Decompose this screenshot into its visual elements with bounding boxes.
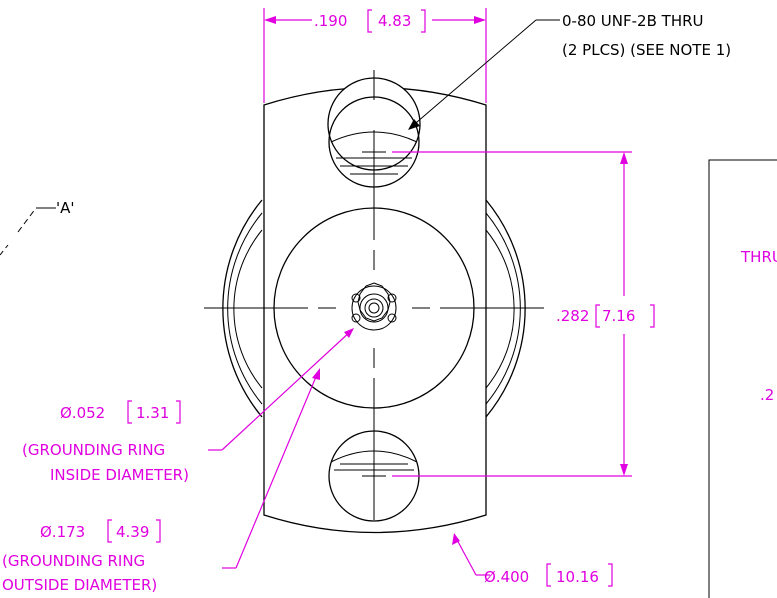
width-dim-text: .190 <box>314 12 347 30</box>
outer-ring-dia-mm-text: 4.39 <box>116 523 149 541</box>
part-outline <box>222 86 526 534</box>
inner-ring-dia-mm-text: 1.31 <box>136 404 169 422</box>
inset-text-dim: .2 <box>760 386 774 404</box>
hole-spacing-dim-text: .282 <box>556 307 589 325</box>
section-label: 'A' <box>56 199 75 217</box>
overall-dia-mm-text: 10.16 <box>556 568 599 586</box>
thread-callout-line2: (2 PLCS) (SEE NOTE 1) <box>562 41 731 59</box>
hole-spacing-dimension: .282 7.16 <box>392 151 655 477</box>
inset-view: THRU .2 <box>708 159 777 598</box>
outer-ring-line2: OUTSIDE DIAMETER) <box>2 576 157 594</box>
hole-spacing-dim-mm-text: 7.16 <box>602 307 635 325</box>
inner-ring-callout: Ø.052 1.31 (GROUNDING RING INSIDE DIAMET… <box>22 328 354 484</box>
inset-text-thru: THRU <box>740 248 777 266</box>
inner-ring-dia-text: Ø.052 <box>60 404 105 422</box>
overall-diameter-callout: Ø.400 10.16 <box>452 533 613 587</box>
thread-callout: 0-80 UNF-2B THRU (2 PLCS) (SEE NOTE 1) <box>408 12 731 130</box>
width-dim-mm-text: 4.83 <box>378 12 411 30</box>
thread-callout-line1: 0-80 UNF-2B THRU <box>562 12 704 30</box>
width-dimension: .190 4.83 <box>263 8 487 103</box>
outer-ring-line1: (GROUNDING RING <box>2 552 145 570</box>
outer-ring-callout: Ø.173 4.39 (GROUNDING RING OUTSIDE DIAME… <box>2 368 320 594</box>
inner-ring-line2: INSIDE DIAMETER) <box>50 466 189 484</box>
overall-dia-text: Ø.400 <box>484 568 529 586</box>
inner-ring-line1: (GROUNDING RING <box>22 441 165 459</box>
center-lines <box>204 70 544 520</box>
section-marker: 'A' <box>0 199 75 256</box>
outer-ring-dia-text: Ø.173 <box>40 523 85 541</box>
